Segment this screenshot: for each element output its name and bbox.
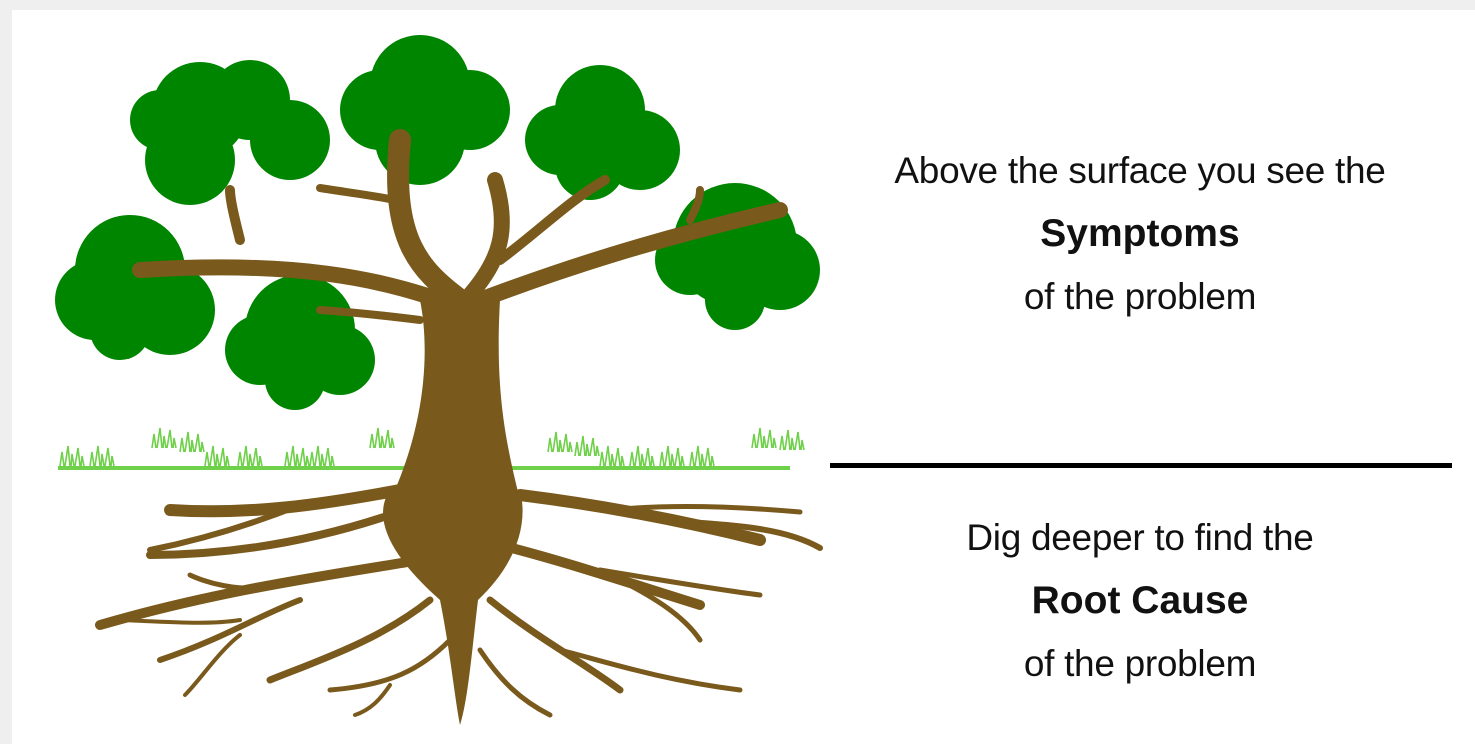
root-cause-outro-text: of the problem (830, 636, 1450, 692)
root-cause-intro-text: Dig deeper to find the (830, 510, 1450, 566)
symptoms-keyword: Symptoms (830, 199, 1450, 269)
symptoms-section: Above the surface you see the Symptoms o… (830, 143, 1450, 325)
root-cause-keyword: Root Cause (830, 566, 1450, 636)
symptoms-intro-text: Above the surface you see the (830, 143, 1450, 199)
surface-divider (830, 463, 1452, 468)
root-cause-section: Dig deeper to find the Root Cause of the… (830, 510, 1450, 692)
symptoms-outro-text: of the problem (830, 269, 1450, 325)
